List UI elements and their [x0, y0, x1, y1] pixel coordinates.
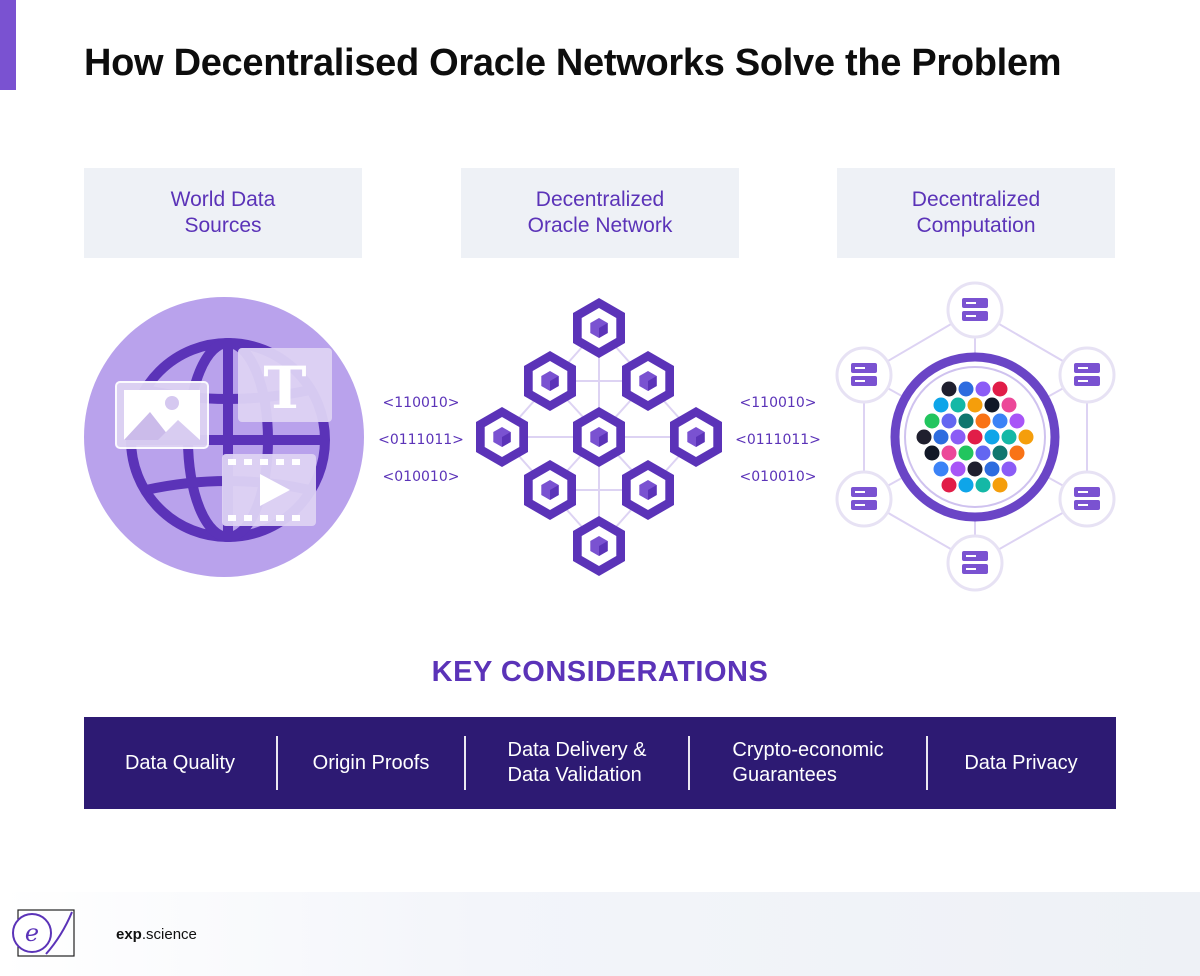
cube-hex-icon — [670, 407, 722, 467]
crypto-logo-icon — [950, 429, 966, 445]
column-label-computation: Decentralized Computation — [837, 168, 1115, 258]
cube-hex-icon — [573, 516, 625, 576]
crypto-logo-icon — [967, 397, 983, 413]
crypto-logo-icon — [975, 445, 991, 461]
accent-bar — [0, 0, 16, 90]
crypto-logo-icon — [958, 445, 974, 461]
crypto-logo-icon — [975, 477, 991, 493]
server-icon — [835, 470, 893, 528]
cube-hex-icon — [622, 460, 674, 520]
server-icon — [1058, 346, 1116, 404]
server-icon — [1058, 470, 1116, 528]
crypto-logo-icon — [950, 397, 966, 413]
column-label-oracle-network: Decentralized Oracle Network — [461, 168, 739, 258]
server-icon — [946, 281, 1004, 339]
cube-hex-icon — [573, 407, 625, 467]
crypto-logo-icon — [958, 413, 974, 429]
exp-science-logo-icon: e — [12, 909, 75, 957]
binary-left-2: <0111011> — [378, 432, 464, 448]
crypto-logo-icon — [941, 381, 957, 397]
brand-name: exp.science — [116, 926, 197, 943]
crypto-logo-icon — [941, 477, 957, 493]
divider — [926, 736, 928, 790]
crypto-logo-icon — [933, 397, 949, 413]
binary-right-1: <110010> — [740, 395, 817, 411]
crypto-logo-icon — [967, 461, 983, 477]
crypto-logo-icon — [958, 381, 974, 397]
crypto-logo-icon — [992, 445, 1008, 461]
oracle-nodes — [476, 298, 722, 576]
crypto-logo-icon — [941, 413, 957, 429]
cube-hex-icon — [524, 351, 576, 411]
page-title: How Decentralised Oracle Networks Solve … — [84, 42, 1062, 84]
crypto-logo-icon — [1018, 429, 1034, 445]
crypto-logo-icon — [984, 429, 1000, 445]
key-considerations-bar: Data Quality Origin Proofs Data Delivery… — [84, 717, 1116, 809]
cube-hex-icon — [573, 298, 625, 358]
crypto-logo-icon — [933, 429, 949, 445]
crypto-logo-icon — [924, 445, 940, 461]
binary-right-2: <0111011> — [735, 432, 821, 448]
crypto-logo-icon — [967, 429, 983, 445]
divider — [464, 736, 466, 790]
crypto-logo-icon — [975, 413, 991, 429]
cube-hex-icon — [622, 351, 674, 411]
crypto-logo-icon — [941, 445, 957, 461]
cube-hex-icon — [524, 460, 576, 520]
cube-hex-icon — [476, 407, 528, 467]
crypto-logo-icon — [916, 429, 932, 445]
crypto-logo-icon — [975, 381, 991, 397]
crypto-logo-icon — [958, 477, 974, 493]
network-diagram: T <110010> <0111011> <010010> <110010> <… — [84, 281, 1116, 592]
server-icon — [835, 346, 893, 404]
image-icon — [115, 381, 209, 449]
consideration-data-delivery: Data Delivery & Data Validation — [507, 739, 647, 786]
crypto-logo-icon — [1001, 461, 1017, 477]
consideration-data-privacy: Data Privacy — [964, 751, 1078, 774]
video-icon — [222, 454, 316, 526]
consideration-data-quality: Data Quality — [124, 751, 236, 774]
consideration-origin-proofs: Origin Proofs — [312, 751, 430, 774]
crypto-logo-icon — [950, 461, 966, 477]
binary-left-3: <010010> — [383, 469, 460, 485]
divider — [688, 736, 690, 790]
crypto-logo-cluster — [916, 381, 1034, 493]
crypto-logo-icon — [984, 461, 1000, 477]
footer — [0, 892, 1200, 976]
binary-right-3: <010010> — [740, 469, 817, 485]
text-icon-letter: T — [263, 354, 306, 422]
divider — [276, 736, 278, 790]
crypto-logo-icon — [1009, 445, 1025, 461]
crypto-logo-icon — [933, 461, 949, 477]
crypto-logo-icon — [1001, 429, 1017, 445]
text-icon: T — [238, 348, 332, 422]
crypto-logo-icon — [924, 413, 940, 429]
column-label-world-data: World Data Sources — [84, 168, 362, 258]
logo-letter: e — [25, 919, 39, 947]
binary-left-1: <110010> — [383, 395, 460, 411]
crypto-logo-icon — [992, 477, 1008, 493]
crypto-logo-icon — [992, 413, 1008, 429]
consideration-crypto-economic: Crypto-economic Guarantees — [732, 739, 884, 786]
crypto-logo-icon — [992, 381, 1008, 397]
crypto-logo-icon — [1001, 397, 1017, 413]
key-considerations-title: KEY CONSIDERATIONS — [431, 656, 769, 688]
crypto-logo-icon — [984, 397, 1000, 413]
crypto-logo-icon — [1009, 413, 1025, 429]
server-icon — [946, 534, 1004, 592]
server-nodes — [835, 281, 1116, 592]
